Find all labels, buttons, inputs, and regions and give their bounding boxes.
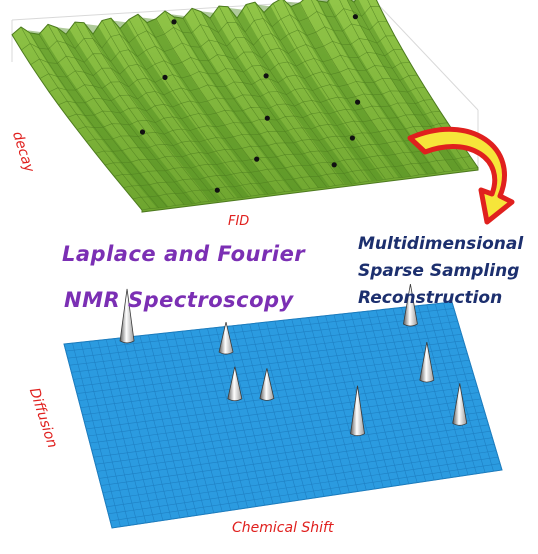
fid-grid-line bbox=[67, 74, 418, 118]
fid-grid-line bbox=[58, 62, 410, 106]
spectrum-peak bbox=[218, 321, 234, 355]
fid-ridge-shade bbox=[85, 24, 223, 202]
spectrum-grid-line bbox=[93, 405, 483, 458]
fid-grid-line bbox=[76, 87, 426, 130]
fid-ridge-shade bbox=[287, 1, 411, 178]
fid-sample-point bbox=[331, 162, 337, 168]
spectrum-peak bbox=[227, 366, 243, 402]
fid-sample-point bbox=[264, 115, 270, 121]
spectrum-grid-line bbox=[78, 353, 468, 401]
spectrum-grid-line bbox=[106, 450, 497, 508]
fid-ridge-shade bbox=[171, 14, 303, 192]
spectrum-grid-line bbox=[110, 463, 501, 522]
spectrum-grid-line bbox=[75, 340, 464, 387]
spectrum-grid-line bbox=[104, 443, 495, 500]
chemical-shift-axis-label: Chemical Shift bbox=[232, 520, 334, 536]
fid-surface bbox=[11, 0, 479, 213]
fid-grid-line bbox=[123, 145, 463, 188]
fid-box-line bbox=[373, 0, 479, 111]
fid-ridge-shade bbox=[200, 11, 330, 188]
fid-grid-line bbox=[86, 99, 433, 142]
spectrum-peak bbox=[119, 288, 135, 344]
fid-ridge-shade bbox=[229, 8, 357, 185]
fid-sample-point bbox=[214, 187, 220, 193]
fid-sample-point bbox=[162, 74, 168, 80]
fid-grid-line bbox=[114, 133, 456, 177]
fid-grid-line bbox=[39, 35, 395, 79]
fid-sample-point bbox=[352, 14, 358, 20]
fid-ridge-shade bbox=[143, 17, 277, 195]
fid-ridge-shade bbox=[56, 27, 196, 205]
title-line-2: NMR Spectroscopy bbox=[64, 288, 294, 312]
spectrum-grid-line bbox=[73, 334, 462, 380]
spectrum-grid-line bbox=[89, 392, 479, 444]
spectrum-grid-line bbox=[91, 398, 481, 451]
fid-grid-line bbox=[141, 167, 479, 211]
spectrum-grid-line bbox=[84, 372, 474, 423]
spectrum-grid-line bbox=[97, 418, 487, 472]
fid-grid-line bbox=[95, 111, 441, 154]
spectrum-grid-line bbox=[80, 359, 470, 408]
fid-grid-line bbox=[30, 21, 388, 65]
spectrum-grid-line bbox=[108, 456, 499, 515]
spectrum-peak bbox=[350, 385, 365, 437]
fid-sample-point bbox=[263, 73, 269, 79]
spectrum-grid-line bbox=[86, 379, 476, 430]
fid-sample-point bbox=[254, 156, 260, 162]
spectrum-peaks bbox=[119, 283, 468, 437]
curved-arrow-icon bbox=[407, 126, 515, 225]
spectrum-grid bbox=[63, 301, 503, 529]
fid-grid-line bbox=[104, 122, 448, 166]
spectrum-peak bbox=[419, 342, 435, 383]
spectrum-peak bbox=[259, 368, 275, 401]
fid-grid-line bbox=[132, 156, 471, 200]
fid-axis-label: FID bbox=[228, 214, 250, 229]
reconstruction-line-2: Sparse Sampling bbox=[358, 261, 520, 281]
fid-sample-point bbox=[139, 129, 146, 135]
spectrum-grid-line bbox=[67, 314, 456, 359]
fid-sample-point bbox=[349, 135, 355, 141]
fid-sample-point bbox=[171, 19, 177, 25]
fid-ridge-shade bbox=[27, 30, 169, 208]
fid-grid-line bbox=[11, 0, 357, 35]
spectrum-grid-line bbox=[100, 430, 491, 486]
spectrum-surface bbox=[63, 283, 503, 529]
spectrum-grid-line bbox=[102, 437, 493, 493]
fid-grid-line bbox=[48, 49, 403, 93]
fid-grid-line bbox=[21, 5, 380, 51]
spectrum-grid-line bbox=[76, 346, 466, 394]
spectrum-peak bbox=[452, 383, 468, 426]
spectrum-grid-line bbox=[111, 469, 503, 529]
reconstruction-line-1: Multidimensional bbox=[358, 234, 524, 254]
spectrum-peak bbox=[402, 283, 418, 327]
title-line-1: Laplace and Fourier bbox=[62, 242, 306, 266]
spectrum-grid-line bbox=[65, 308, 454, 352]
spectrum-grid-line bbox=[69, 321, 458, 366]
spectrum-grid-line bbox=[87, 385, 478, 437]
spectrum-grid-line bbox=[71, 327, 460, 373]
spectrum-grid-line bbox=[95, 411, 485, 465]
spectrum-grid-line bbox=[99, 424, 489, 479]
reconstruction-line-3: Reconstruction bbox=[358, 288, 503, 308]
spectrum-grid-line bbox=[82, 366, 472, 416]
fid-ridge-shade bbox=[114, 20, 250, 198]
fid-sample-point bbox=[355, 99, 361, 105]
